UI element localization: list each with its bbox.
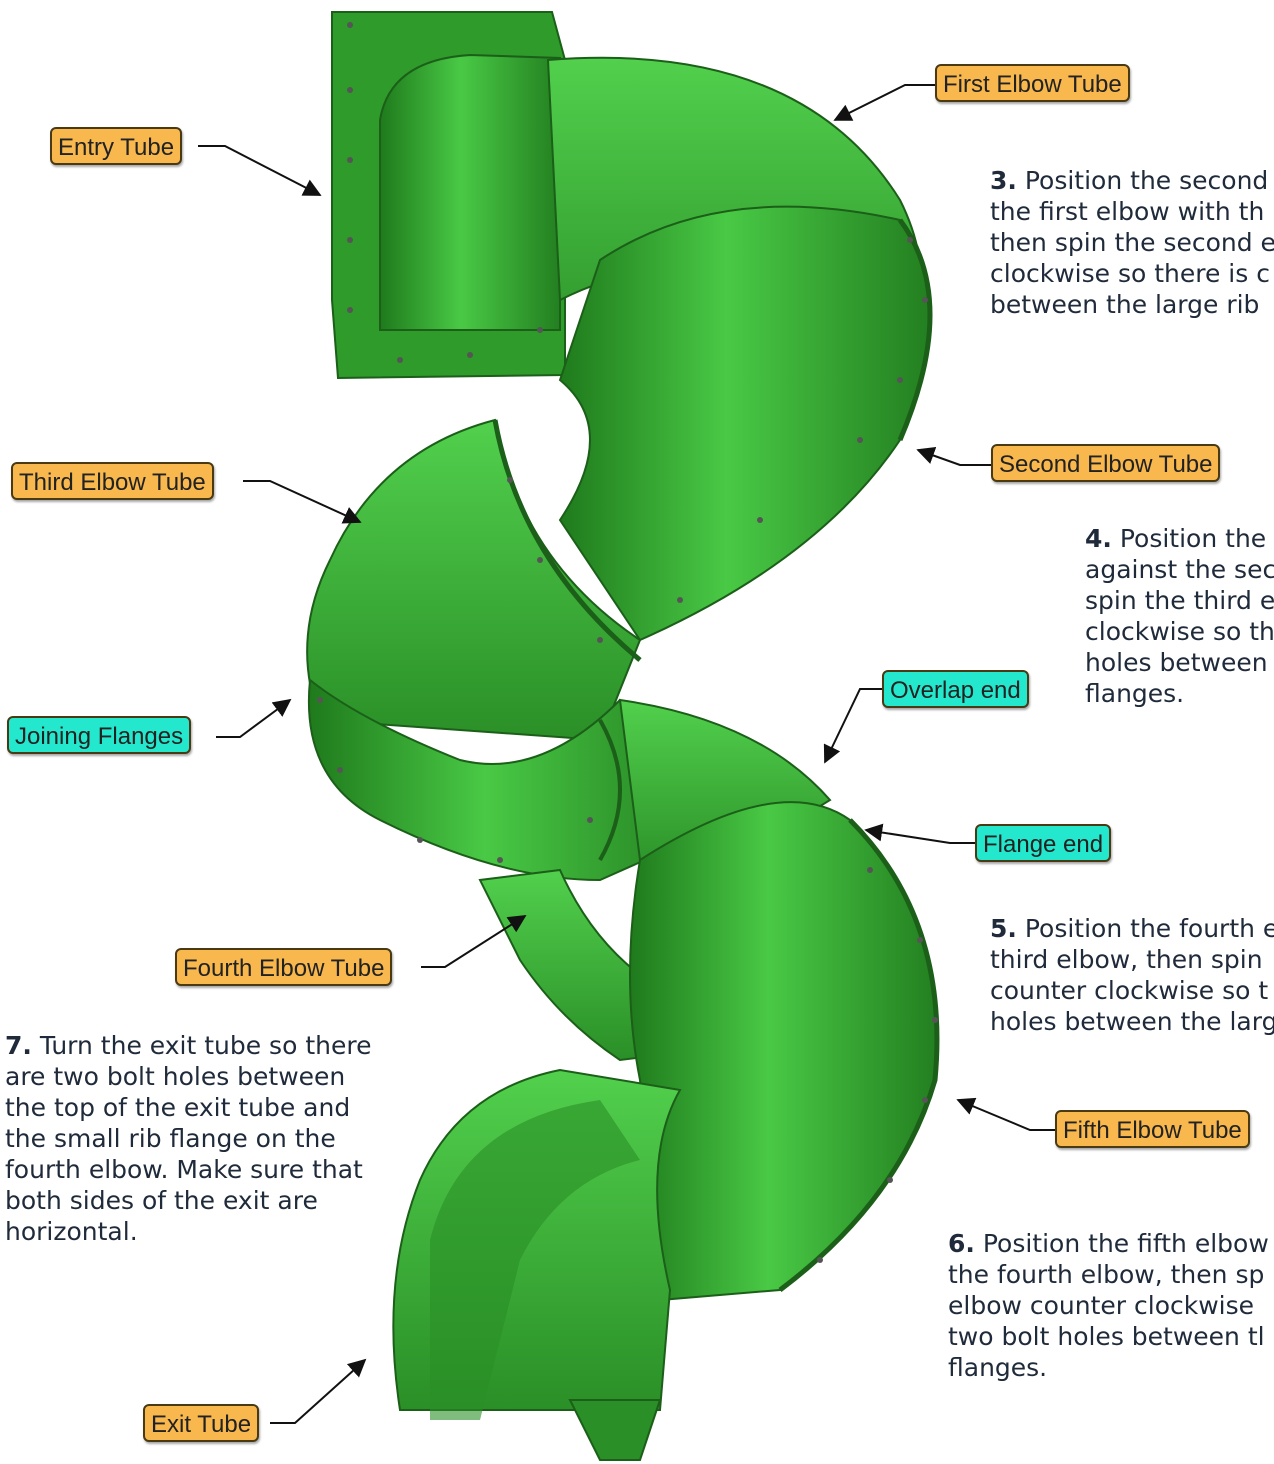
exit-tube-shape [392,1068,682,1461]
step-number: 7. [5,1031,32,1060]
label-joining-flanges: Joining Flanges [7,716,192,754]
label-third-elbow-tube: Third Elbow Tube [11,462,214,500]
step-line: spin the third e [1085,586,1274,615]
label-fourth-elbow-tube: Fourth Elbow Tube [175,948,393,986]
step-line: Position the fourth e [1024,914,1274,943]
step-number: 4. [1085,524,1112,553]
step-line: holes between the larg [990,1007,1274,1036]
step-line: flanges. [948,1353,1048,1382]
step-number: 6. [948,1229,975,1258]
step-7-text: 7. Turn the exit tube so there are two b… [5,1030,380,1247]
step-line: Position the fifth elbow [982,1229,1269,1258]
step-line: Position the second [1024,166,1269,195]
second-elbow-shape [558,205,933,642]
label-entry-tube: Entry Tube [50,127,183,165]
step-line: third elbow, then spin [990,945,1263,974]
step-line: between the large rib [990,290,1260,319]
label-second-elbow-tube: Second Elbow Tube [991,444,1221,482]
third-elbow-shape [306,418,642,742]
step-line: both sides of the exit are [5,1186,318,1215]
step-line: the fourth elbow, then sp [948,1260,1265,1289]
step-line: clockwise so th [1085,617,1274,646]
step-line: flanges. [1085,679,1185,708]
step-line: elbow counter clockwise [948,1291,1255,1320]
step-line: fourth elbow. Make sure that [5,1155,363,1184]
leader-lines [198,84,1055,1424]
step-line: Position the [1119,524,1267,553]
label-overlap-end: Overlap end [882,670,1029,708]
step-line: horizontal. [5,1217,138,1246]
label-flange-end: Flange end [975,824,1112,862]
entry-tube-shape [331,11,566,380]
step-line: two bolt holes between tl [948,1322,1265,1351]
label-fifth-elbow-tube: Fifth Elbow Tube [1055,1110,1250,1148]
step-line: the small rib flange on the [5,1124,336,1153]
label-first-elbow-tube: First Elbow Tube [935,64,1130,102]
step-number: 5. [990,914,1017,943]
step-5-text: 5. Position the fourth e third elbow, th… [990,913,1274,1037]
step-line: are two bolt holes between [5,1062,346,1091]
step-line: holes between [1085,648,1268,677]
step-line: the first elbow with th [990,197,1265,226]
step-line: counter clockwise so t [990,976,1269,1005]
step-line: then spin the second e [990,228,1274,257]
step-line: clockwise so there is c [990,259,1270,288]
label-exit-tube: Exit Tube [143,1404,260,1442]
bolt-holes [317,22,938,1263]
step-line: the top of the exit tube and [5,1093,351,1122]
step-4-text: 4. Position the against the sec spin the… [1085,523,1274,709]
fifth-elbow-shape [629,801,940,1302]
step-number: 3. [990,166,1017,195]
step-line: Turn the exit tube so there [39,1031,372,1060]
step-3-text: 3. Position the second the first elbow w… [990,165,1274,320]
step-6-text: 6. Position the fifth elbow the fourth e… [948,1228,1274,1383]
step-line: against the sec [1085,555,1274,584]
